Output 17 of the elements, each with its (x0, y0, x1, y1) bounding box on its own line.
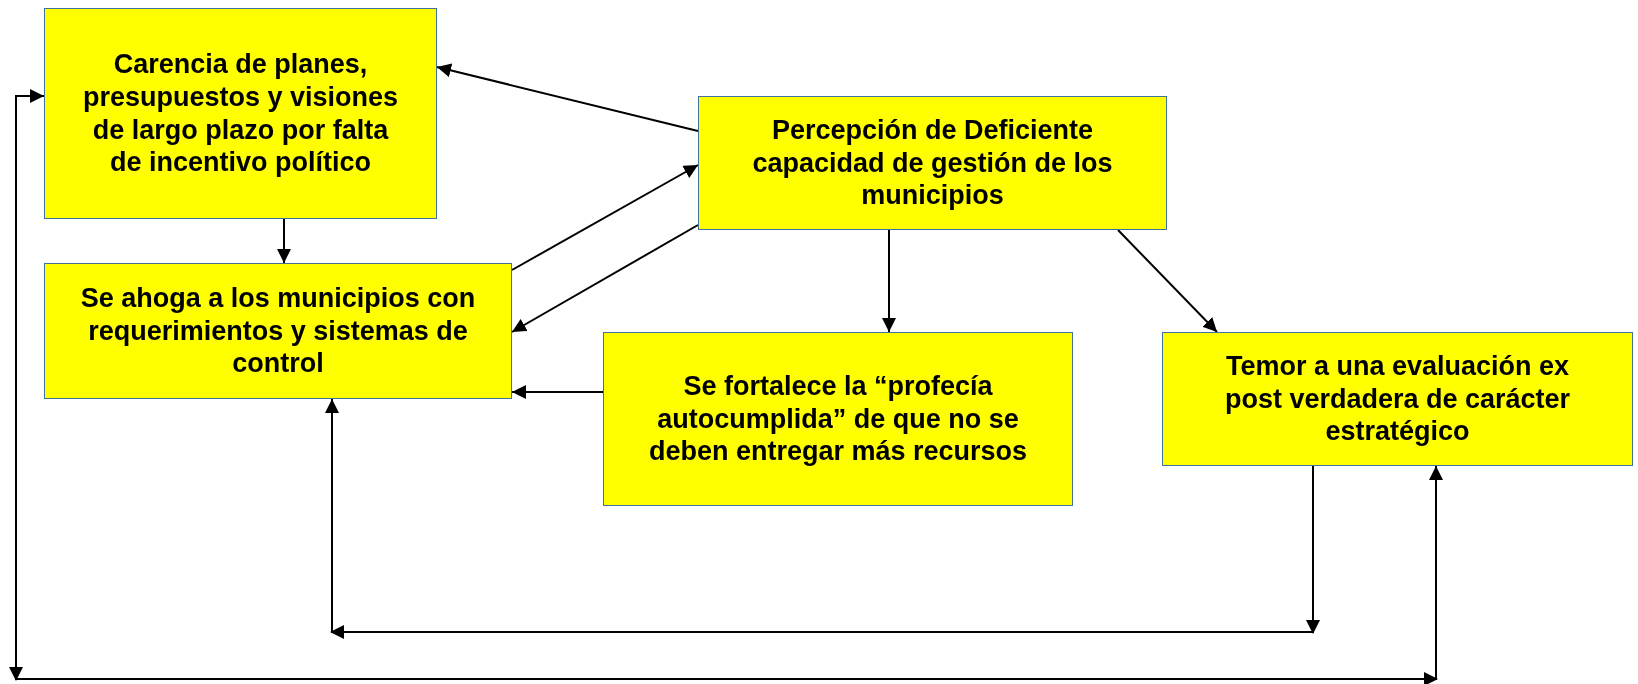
arrow (511, 164, 699, 271)
box-text: Se ahoga a los municipios con requerimientos y sistemas de control (79, 281, 477, 381)
text-box (44, 8, 437, 219)
text-box (1162, 332, 1633, 466)
arrow (277, 218, 291, 264)
text-box (44, 263, 512, 399)
arrow (882, 229, 896, 333)
arrow (436, 63, 699, 132)
arrow (1117, 229, 1218, 333)
box-text: Carencia de planes, presupuestos y visiones de largo plazo por falta de incentivo político (81, 47, 400, 180)
text-box (603, 332, 1073, 506)
box-text: Se fortalece la “profecía autocumplida” de que no se deben entregar más recursos (647, 369, 1029, 469)
box-text: Percepción de Deficiente capacidad de gestión de los municipios (751, 113, 1114, 213)
arrow (511, 385, 604, 399)
text-box (698, 96, 1167, 230)
box-text: Temor a una evaluación ex post verdadera de carácter estratégico (1223, 349, 1572, 449)
arrow (511, 224, 699, 333)
